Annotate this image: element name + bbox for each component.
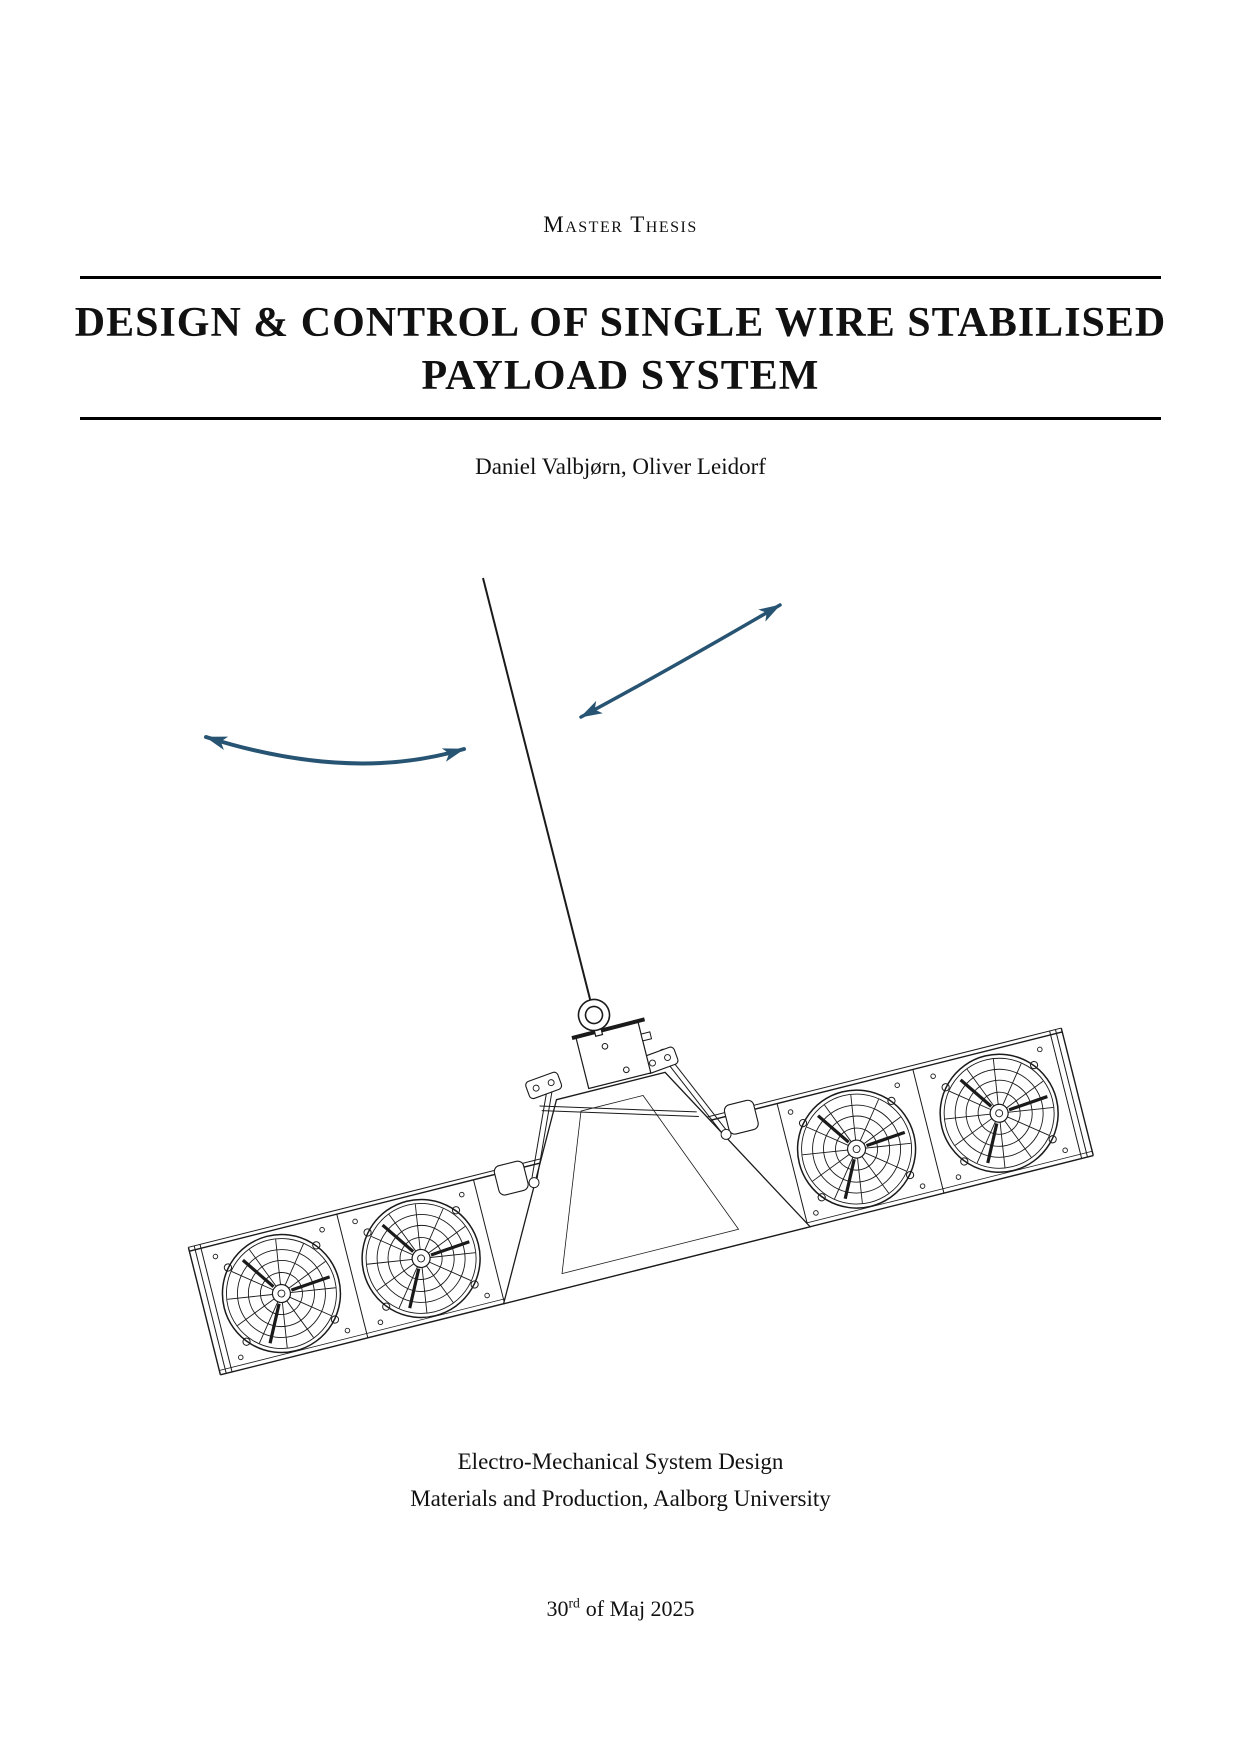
fan-3 [783,1075,930,1223]
department-name: Materials and Production, Aalborg Univer… [410,1486,831,1511]
central-housing [502,1071,812,1305]
thesis-kicker: Master Thesis [543,212,698,237]
swing-arrow-left [204,735,466,766]
program-name: Electro-Mechanical System Design [457,1449,784,1474]
program-block: Electro-Mechanical System Design Materia… [0,1443,1241,1517]
fan-2 [347,1185,495,1332]
tie-rod [539,1105,699,1118]
thesis-title-line2: PAYLOAD SYSTEM [421,353,820,399]
date-day: 30 [546,1596,569,1621]
winch-box [571,1017,653,1090]
hatch-left [493,1160,529,1196]
thesis-title: DESIGN & CONTROL OF SINGLE WIRE STABILIS… [0,297,1241,403]
date-suffix: rd [568,1595,580,1611]
support-arms [530,1053,731,1186]
hinge-lug-left [525,1071,563,1100]
date-line: 30rd of Maj 2025 [0,1596,1241,1622]
fan-4 [925,1040,1073,1187]
authors: Daniel Valbjørn, Oliver Leidorf [475,454,766,479]
hatch-right [723,1099,759,1135]
date-rest: of Maj 2025 [585,1596,695,1621]
swing-arrow-right [579,603,782,719]
central-housing-inner [561,1095,740,1275]
suspension-wire [482,577,592,1004]
title-rule-top [80,276,1161,279]
lifting-eye [577,998,611,1037]
title-rule-bottom [80,417,1161,420]
fan-1 [208,1220,355,1367]
thesis-title-line1: DESIGN & CONTROL OF SINGLE WIRE STABILIS… [74,300,1167,346]
payload-drawing [187,998,1094,1376]
